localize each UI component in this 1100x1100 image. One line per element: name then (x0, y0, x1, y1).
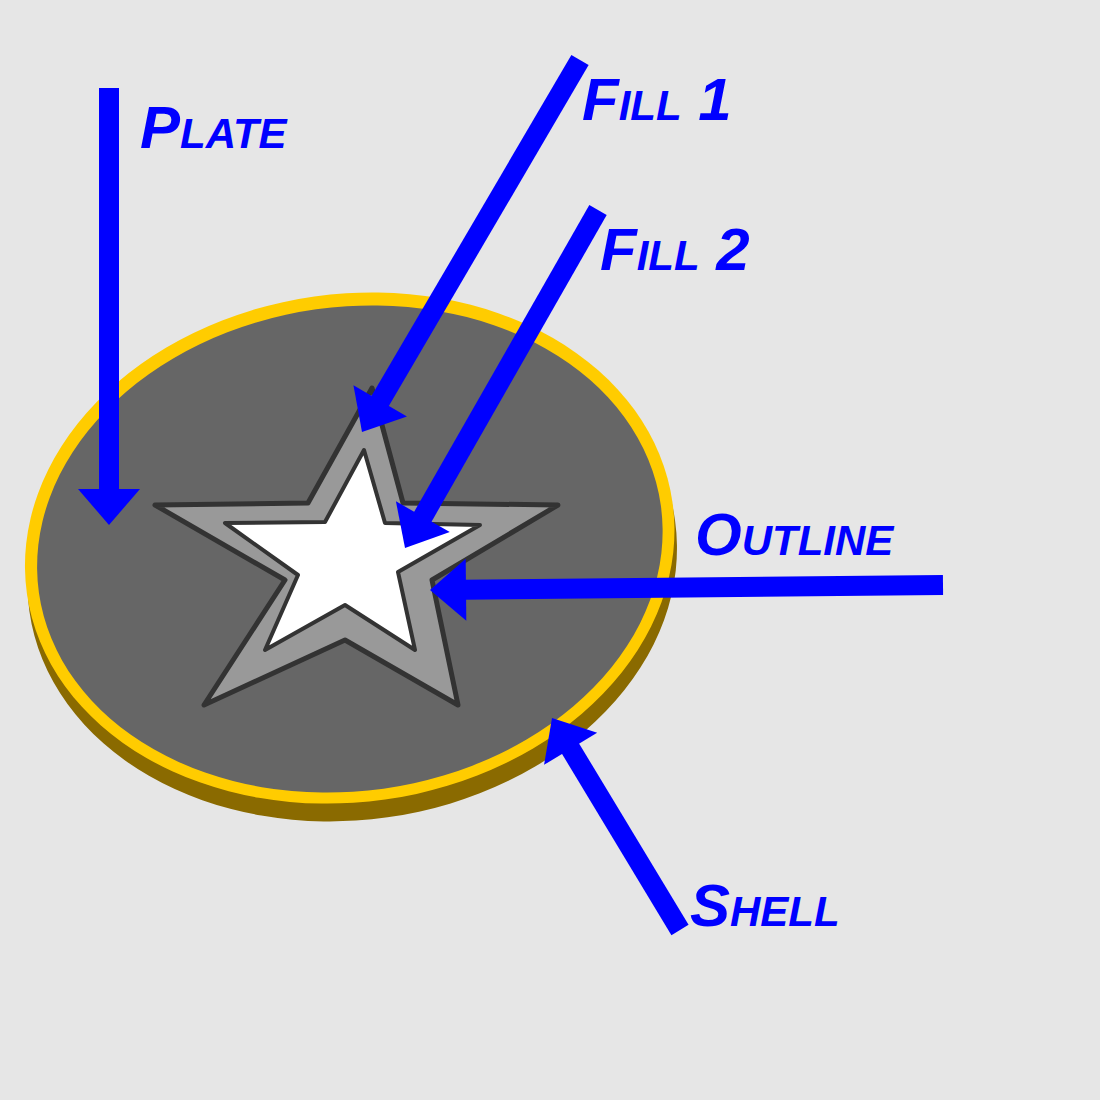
callout-label: Outline (695, 505, 893, 565)
callout-label: Shell (690, 876, 840, 936)
arrowhead (353, 385, 406, 432)
leader-line (99, 88, 119, 491)
arrowhead (544, 718, 597, 765)
leader-arrows (78, 60, 943, 930)
star-outline-fill-1 (155, 388, 558, 705)
callout-label: Plate (140, 98, 287, 158)
leader-line (570, 747, 680, 930)
callout-label: Fill 1 (582, 70, 732, 130)
arrowhead (396, 501, 450, 548)
leader-line (379, 60, 580, 403)
arrowhead (430, 559, 466, 621)
leader-line (422, 210, 598, 518)
leader-line (464, 585, 943, 590)
callout-label: Fill 2 (600, 220, 750, 280)
arrowhead (78, 489, 140, 525)
